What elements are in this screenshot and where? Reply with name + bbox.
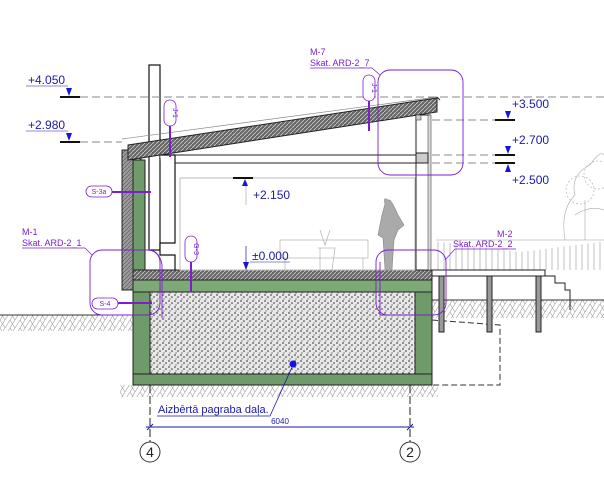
- level-label: +3.500: [512, 97, 549, 111]
- detail-ref: Skat. ARD-2_2: [453, 239, 513, 249]
- layer-tag-foundation[interactable]: S-4: [91, 297, 152, 310]
- layer-tag-roof-right[interactable]: J-1: [362, 74, 377, 131]
- tree-entourage: [563, 153, 604, 241]
- dimension-line: [146, 423, 414, 431]
- layer-tag-label: S-3a: [92, 189, 107, 196]
- level-label: +2.150: [253, 188, 290, 202]
- layer-tag-roof-left[interactable]: J-1: [163, 99, 178, 157]
- level-label: +4.050: [28, 73, 65, 87]
- detail-ref: Skat. ARD-2_7: [310, 58, 370, 68]
- level-marker-0000: ±0.000: [243, 246, 290, 270]
- level-marker-2150: +2.150: [233, 177, 290, 205]
- person-silhouette: [377, 198, 405, 271]
- detail-id: M-7: [310, 47, 326, 57]
- deck: [431, 269, 571, 333]
- leader-dot: [289, 360, 297, 368]
- right-wall: [415, 114, 432, 271]
- level-marker-4050: +4.050: [26, 73, 604, 98]
- layer-tag-label: J-1: [171, 108, 178, 118]
- detail-ref: Skat. ARD-2_1: [22, 238, 82, 248]
- layer-tag-wall[interactable]: S-3a: [85, 185, 151, 198]
- level-label: +2.500: [512, 173, 549, 187]
- level-marker-2500: +2.500: [432, 162, 549, 187]
- left-wall: [121, 149, 146, 291]
- note-leader: [157, 364, 294, 417]
- detail-callout-m7[interactable]: M-7 Skat. ARD-2_7: [310, 47, 464, 176]
- detail-leaders: [114, 249, 430, 318]
- level-marker-3500: +3.500: [432, 97, 549, 121]
- sofa-entourage: [279, 229, 369, 271]
- level-marker-2700: +2.700: [432, 133, 549, 156]
- grid-axis-2: 2: [399, 441, 421, 463]
- detail-id: M-1: [22, 227, 38, 237]
- grid-axis-4: 4: [139, 441, 161, 463]
- dimension-value: 6040: [271, 417, 289, 426]
- layer-tag-label: S-4: [100, 301, 111, 308]
- layer-tag-label: G-3: [192, 243, 199, 255]
- layer-tag-label: J-1: [370, 83, 377, 93]
- level-label: +2.980: [28, 118, 65, 132]
- grid-lines: [149, 385, 411, 442]
- level-marker-2980: +2.980: [26, 118, 122, 143]
- foundation: [132, 291, 433, 386]
- ground: [0, 299, 604, 397]
- roof: [121, 96, 441, 161]
- chimney: [148, 64, 176, 270]
- floor-slab: [132, 269, 433, 293]
- level-label: +2.700: [512, 133, 549, 147]
- grid-axis-label: 2: [406, 444, 414, 460]
- backfill-note: Aizbērtā pagraba daļa.: [158, 404, 269, 416]
- grid-axis-label: 4: [146, 444, 154, 460]
- level-label: ±0.000: [252, 249, 289, 263]
- detail-id: M-2: [497, 229, 513, 239]
- ceiling: [175, 154, 430, 271]
- layer-tag-floor[interactable]: G-3: [184, 235, 199, 292]
